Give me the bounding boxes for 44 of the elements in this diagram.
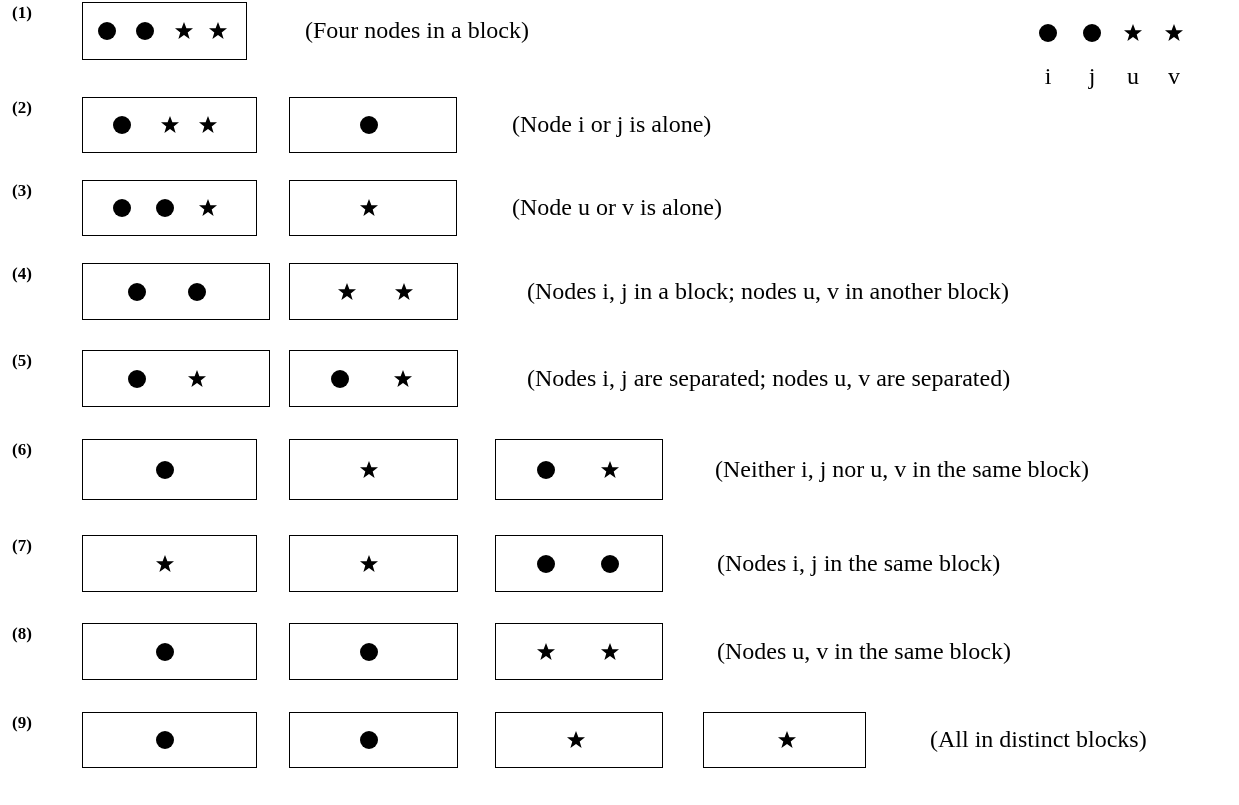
row-number: (1) <box>12 4 32 21</box>
row-caption: (All in distinct blocks) <box>930 727 1147 751</box>
row-caption: (Nodes u, v in the same block) <box>717 638 1011 663</box>
row-caption: (Nodes i, j in a block; nodes u, v in another block) <box>527 278 1009 303</box>
row-number: (7) <box>12 537 32 554</box>
row-number: (3) <box>12 182 32 199</box>
block-box <box>495 712 663 768</box>
block-box <box>495 535 663 592</box>
block-box <box>82 2 247 60</box>
legend-label: v <box>1168 64 1180 88</box>
legend-label: u <box>1127 64 1139 88</box>
row-caption: (Neither i, j nor u, v in the same block) <box>715 456 1089 481</box>
row-caption: (Four nodes in a block) <box>305 18 529 42</box>
block-box <box>289 535 458 592</box>
row-caption: (Nodes i, j in the same block) <box>717 550 1001 575</box>
block-box <box>289 623 458 680</box>
row-caption: (Node i or j is alone) <box>512 112 712 136</box>
block-box <box>289 350 458 407</box>
block-box <box>82 712 257 768</box>
legend-label: j <box>1088 64 1096 88</box>
block-box <box>82 350 270 407</box>
block-box <box>289 439 458 500</box>
block-box <box>289 180 457 236</box>
block-box <box>703 712 866 768</box>
block-box <box>82 97 257 153</box>
row-number: (6) <box>12 441 32 458</box>
row-number: (9) <box>12 714 32 731</box>
row-caption: (Node u or v is alone) <box>512 195 722 219</box>
row-caption: (Nodes i, j are separated; nodes u, v are separated) <box>527 365 1011 390</box>
block-box <box>82 623 257 680</box>
block-box <box>289 263 458 320</box>
block-box <box>82 439 257 500</box>
row-number: (4) <box>12 265 32 282</box>
block-box <box>289 712 458 768</box>
block-box <box>82 263 270 320</box>
block-box <box>289 97 457 153</box>
block-box <box>495 439 663 500</box>
row-number: (8) <box>12 625 32 642</box>
block-box <box>82 535 257 592</box>
legend-label: i <box>1044 64 1052 88</box>
block-box <box>495 623 663 680</box>
row-number: (2) <box>12 99 32 116</box>
block-box <box>82 180 257 236</box>
row-number: (5) <box>12 352 32 369</box>
